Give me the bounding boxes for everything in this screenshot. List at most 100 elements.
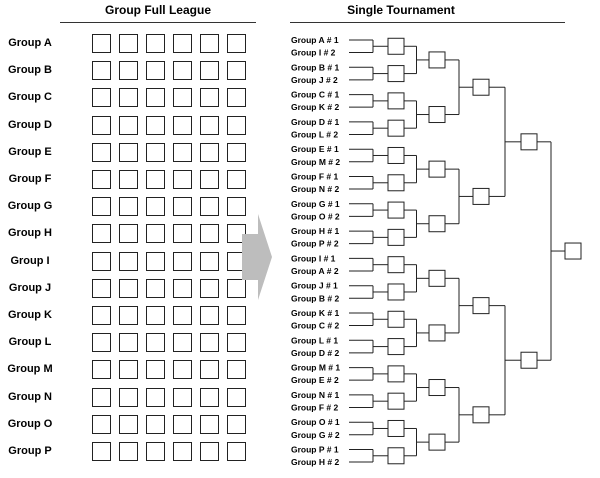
league-score-box[interactable] [146, 88, 165, 108]
league-score-box[interactable] [200, 414, 219, 434]
league-score-box[interactable] [146, 251, 165, 271]
league-score-box[interactable] [119, 142, 138, 162]
round1-box[interactable] [387, 447, 405, 465]
round1-box[interactable] [387, 92, 405, 110]
league-score-box[interactable] [227, 34, 246, 53]
league-score-box[interactable] [173, 88, 192, 108]
league-score-box[interactable] [146, 306, 165, 325]
round1-box[interactable] [387, 201, 405, 219]
league-score-box[interactable] [173, 115, 192, 135]
final-box[interactable] [564, 242, 582, 260]
round1-box[interactable] [387, 146, 405, 164]
league-score-box[interactable] [227, 88, 246, 108]
league-score-box[interactable] [119, 251, 138, 271]
league-score-box[interactable] [92, 251, 111, 271]
league-score-box[interactable] [92, 142, 111, 162]
league-score-box[interactable] [92, 306, 111, 325]
league-score-box[interactable] [92, 442, 111, 461]
league-score-box[interactable] [200, 278, 219, 298]
league-score-box[interactable] [119, 387, 138, 407]
semifinal-box[interactable] [520, 351, 538, 369]
league-score-box[interactable] [227, 224, 246, 244]
league-score-box[interactable] [173, 224, 192, 244]
league-score-box[interactable] [119, 224, 138, 244]
league-score-box[interactable] [200, 142, 219, 162]
league-score-box[interactable] [146, 115, 165, 135]
league-score-box[interactable] [227, 306, 246, 325]
league-score-box[interactable] [146, 333, 165, 353]
league-score-box[interactable] [227, 442, 246, 461]
league-score-box[interactable] [173, 306, 192, 325]
league-score-box[interactable] [173, 333, 192, 353]
league-score-box[interactable] [146, 170, 165, 189]
league-score-box[interactable] [119, 197, 138, 217]
round1-box[interactable] [387, 338, 405, 356]
league-score-box[interactable] [227, 333, 246, 353]
round2-box[interactable] [428, 379, 446, 397]
league-score-box[interactable] [173, 34, 192, 53]
league-score-box[interactable] [227, 115, 246, 135]
quarterfinal-box[interactable] [472, 78, 490, 96]
league-score-box[interactable] [92, 88, 111, 108]
league-score-box[interactable] [146, 197, 165, 217]
league-score-box[interactable] [92, 414, 111, 434]
league-score-box[interactable] [227, 170, 246, 189]
league-score-box[interactable] [173, 251, 192, 271]
league-score-box[interactable] [200, 197, 219, 217]
league-score-box[interactable] [92, 278, 111, 298]
league-score-box[interactable] [227, 360, 246, 380]
quarterfinal-box[interactable] [472, 187, 490, 205]
quarterfinal-box[interactable] [472, 297, 490, 315]
round1-box[interactable] [387, 65, 405, 83]
round1-box[interactable] [387, 37, 405, 55]
league-score-box[interactable] [146, 414, 165, 434]
league-score-box[interactable] [119, 360, 138, 380]
league-score-box[interactable] [173, 387, 192, 407]
league-score-box[interactable] [146, 442, 165, 461]
league-score-box[interactable] [119, 414, 138, 434]
league-score-box[interactable] [173, 278, 192, 298]
round1-box[interactable] [387, 256, 405, 274]
league-score-box[interactable] [200, 88, 219, 108]
league-score-box[interactable] [92, 360, 111, 380]
league-score-box[interactable] [200, 306, 219, 325]
league-score-box[interactable] [119, 306, 138, 325]
league-score-box[interactable] [92, 197, 111, 217]
league-score-box[interactable] [200, 387, 219, 407]
league-score-box[interactable] [173, 197, 192, 217]
round1-box[interactable] [387, 419, 405, 437]
league-score-box[interactable] [227, 278, 246, 298]
round1-box[interactable] [387, 365, 405, 383]
league-score-box[interactable] [200, 115, 219, 135]
league-score-box[interactable] [119, 278, 138, 298]
league-score-box[interactable] [92, 34, 111, 53]
quarterfinal-box[interactable] [472, 406, 490, 424]
league-score-box[interactable] [173, 61, 192, 81]
round1-box[interactable] [387, 283, 405, 301]
round2-box[interactable] [428, 433, 446, 451]
league-score-box[interactable] [119, 170, 138, 189]
league-score-box[interactable] [92, 387, 111, 407]
league-score-box[interactable] [92, 224, 111, 244]
league-score-box[interactable] [119, 115, 138, 135]
league-score-box[interactable] [173, 170, 192, 189]
round1-box[interactable] [387, 392, 405, 410]
round2-box[interactable] [428, 106, 446, 124]
league-score-box[interactable] [146, 387, 165, 407]
league-score-box[interactable] [92, 170, 111, 189]
league-score-box[interactable] [200, 251, 219, 271]
league-score-box[interactable] [119, 34, 138, 53]
round1-box[interactable] [387, 310, 405, 328]
league-score-box[interactable] [119, 442, 138, 461]
league-score-box[interactable] [173, 414, 192, 434]
league-score-box[interactable] [146, 142, 165, 162]
league-score-box[interactable] [227, 197, 246, 217]
round1-box[interactable] [387, 228, 405, 246]
league-score-box[interactable] [146, 61, 165, 81]
round2-box[interactable] [428, 51, 446, 69]
round2-box[interactable] [428, 269, 446, 287]
league-score-box[interactable] [119, 88, 138, 108]
round2-box[interactable] [428, 215, 446, 233]
league-score-box[interactable] [119, 333, 138, 353]
round1-box[interactable] [387, 174, 405, 192]
